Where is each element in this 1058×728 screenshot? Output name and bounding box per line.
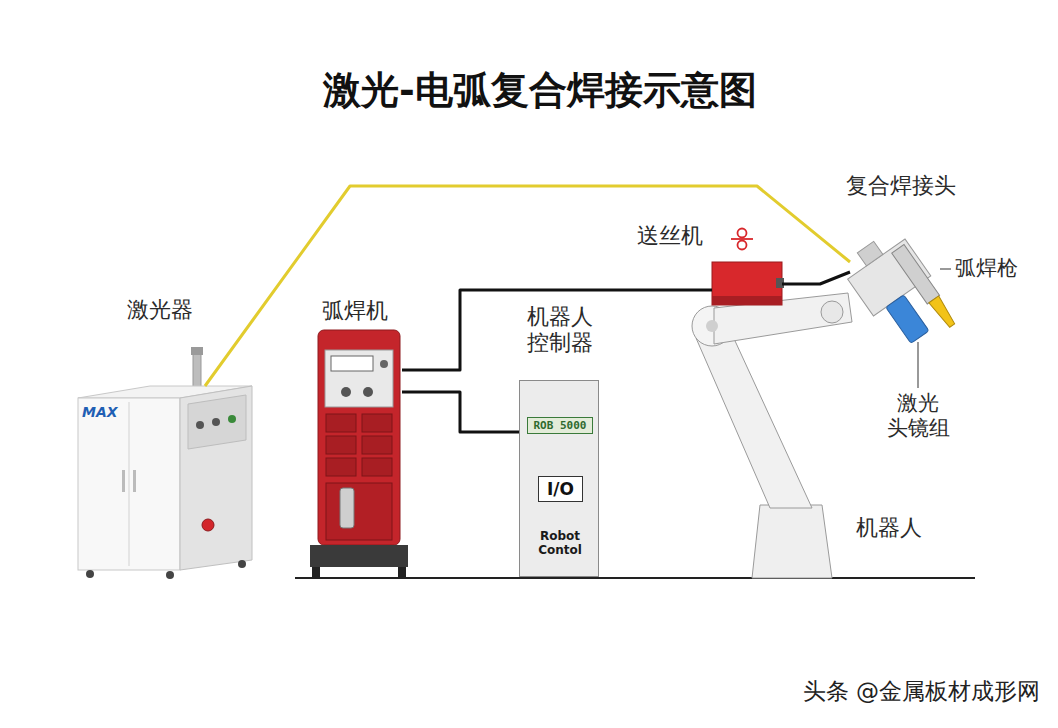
illustration-part [857, 241, 883, 266]
illustration-part [238, 560, 246, 568]
illustration-part [929, 296, 957, 329]
illustration-part [738, 229, 747, 238]
illustration-part [228, 415, 236, 423]
leader-line [917, 342, 918, 388]
node-heading: 复合焊接头 [846, 173, 956, 199]
illustration-part [180, 386, 252, 570]
illustration-part [331, 356, 373, 371]
illustration-part [191, 347, 203, 355]
wire-hose [782, 272, 850, 284]
node-heading: 激光器 [127, 297, 193, 323]
brand-logo: MAX [82, 404, 118, 421]
controller-caption: Robot Contol [532, 529, 588, 558]
wire-hose-line [782, 272, 850, 284]
illustration-part [318, 330, 400, 545]
illustration-part [202, 519, 214, 531]
power-cable-line [402, 290, 712, 370]
part-label: 弧焊枪 [955, 256, 1018, 281]
illustration-part [712, 262, 782, 305]
illustration-part [196, 421, 204, 429]
illustration-part [326, 414, 356, 432]
illustration-part [892, 245, 940, 304]
illustration-part [310, 545, 408, 567]
illustration-part [341, 387, 351, 397]
illustration-part [133, 470, 136, 492]
illustration-part [362, 458, 392, 476]
diagram-title: 激光-电弧复合焊接示意图 [11, 68, 1058, 114]
illustration-part [325, 350, 393, 407]
power-cable [402, 290, 712, 370]
illustration-part [86, 570, 94, 578]
ground-line [295, 577, 975, 579]
io-text: I/O [547, 481, 574, 498]
watermark: 头条 @金属板材成形网 [803, 678, 1040, 706]
node-heading: 弧焊机 [322, 298, 388, 324]
welding-head [838, 226, 961, 360]
control-cable-line [402, 392, 519, 432]
illustration-part [193, 352, 201, 388]
illustration-part [212, 418, 220, 426]
robot-arm [692, 293, 852, 578]
illustration-part [129, 402, 130, 566]
laser-source: 激光器MAX [78, 386, 252, 576]
illustration-part [380, 360, 388, 368]
optical-fiber-line [205, 186, 850, 386]
illustration-part [706, 320, 718, 332]
arc-welder: 弧焊机 [316, 330, 402, 575]
illustration-part [326, 458, 356, 476]
display-text: ROB 5000 [534, 420, 587, 431]
illustration-part [712, 296, 782, 305]
illustration-part [78, 398, 180, 570]
illustration-part [362, 436, 392, 454]
wire-feeder: 送丝机 [712, 262, 782, 306]
illustration-part [363, 387, 373, 397]
node-heading: 机器人 [856, 515, 922, 541]
illustration-part [122, 470, 125, 492]
arc-welder [310, 330, 408, 577]
illustration-part [821, 301, 843, 323]
control-cable [402, 392, 519, 432]
node-heading: 送丝机 [637, 223, 703, 249]
illustration-part [398, 567, 406, 577]
illustration-part [362, 414, 392, 432]
wire-feeder [712, 229, 784, 306]
optical-fiber [205, 186, 850, 386]
illustration-part [340, 488, 354, 528]
illustration-part [696, 330, 812, 508]
illustration-part [326, 483, 392, 540]
io-box: I/O [538, 476, 583, 502]
display-panel: ROB 5000 [527, 417, 593, 434]
illustration-part [166, 571, 174, 579]
robot: 机器人 [748, 500, 834, 578]
part-label: 激光 头镜组 [884, 391, 952, 441]
illustration-part [752, 505, 832, 578]
leader-line [940, 268, 951, 269]
illustration-part [731, 238, 753, 240]
illustration-part [312, 567, 320, 577]
illustration-part [886, 295, 929, 344]
robot-controller: 机器人 控制器Robot ContolROB 5000I/O [519, 380, 599, 577]
node-heading: 机器人 控制器 [519, 304, 601, 357]
illustration-part [738, 241, 747, 250]
laser-cabinet [78, 347, 252, 579]
hybrid-welding-head: 复合焊接头 [850, 250, 950, 340]
illustration-part [188, 395, 246, 449]
illustration-part [326, 436, 356, 454]
